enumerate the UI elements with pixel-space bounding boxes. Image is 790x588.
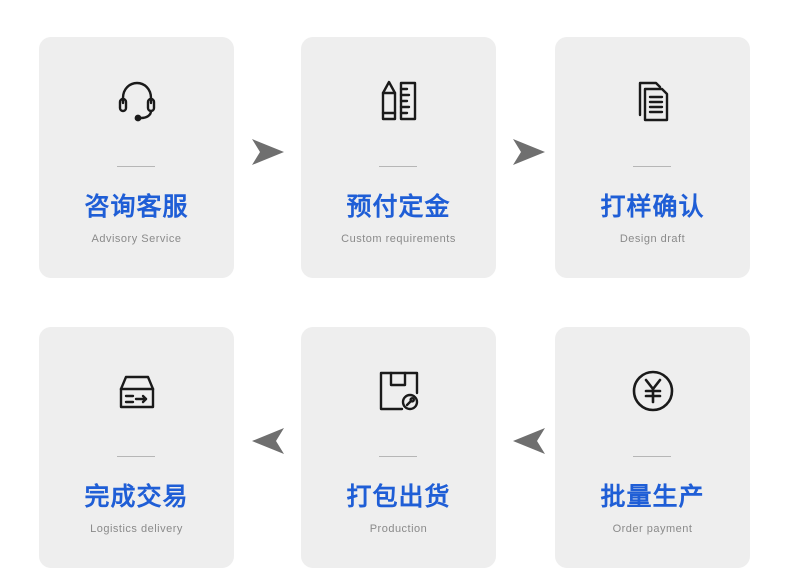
divider	[633, 166, 671, 167]
step-subtitle: Production	[369, 523, 428, 535]
step-title: 预付定金	[346, 192, 451, 221]
divider	[117, 456, 155, 457]
step-title: 批量生产	[600, 482, 705, 511]
step-title: 打样确认	[600, 192, 705, 221]
arrow-left-icon	[511, 426, 547, 456]
inbox-tray-icon	[39, 365, 234, 417]
headset-icon	[39, 75, 234, 127]
documents-icon	[555, 75, 750, 127]
divider	[379, 166, 417, 167]
step-subtitle: Order payment	[612, 523, 693, 535]
step-title: 咨询客服	[84, 192, 189, 221]
step-subtitle: Design draft	[619, 233, 686, 245]
arrow-left-icon	[250, 426, 286, 456]
step-title: 完成交易	[84, 482, 189, 511]
divider	[379, 456, 417, 457]
arrow-right-icon	[250, 137, 286, 167]
yen-circle-icon	[555, 365, 750, 417]
step-card-production: 批量生产 Order payment	[555, 327, 750, 568]
step-card-deposit: 预付定金 Custom requirements	[301, 37, 496, 278]
step-title: 打包出货	[346, 482, 451, 511]
step-card-complete: 完成交易 Logistics delivery	[39, 327, 234, 568]
divider	[633, 456, 671, 457]
step-card-advisory: 咨询客服 Advisory Service	[39, 37, 234, 278]
arrow-right-icon	[511, 137, 547, 167]
divider	[117, 166, 155, 167]
step-subtitle: Advisory Service	[91, 233, 182, 245]
step-card-design: 打样确认 Design draft	[555, 37, 750, 278]
step-card-shipping: 打包出货 Production	[301, 327, 496, 568]
pen-ruler-icon	[301, 75, 496, 127]
step-subtitle: Custom requirements	[341, 233, 456, 245]
step-subtitle: Logistics delivery	[90, 523, 183, 535]
package-icon	[301, 365, 496, 417]
